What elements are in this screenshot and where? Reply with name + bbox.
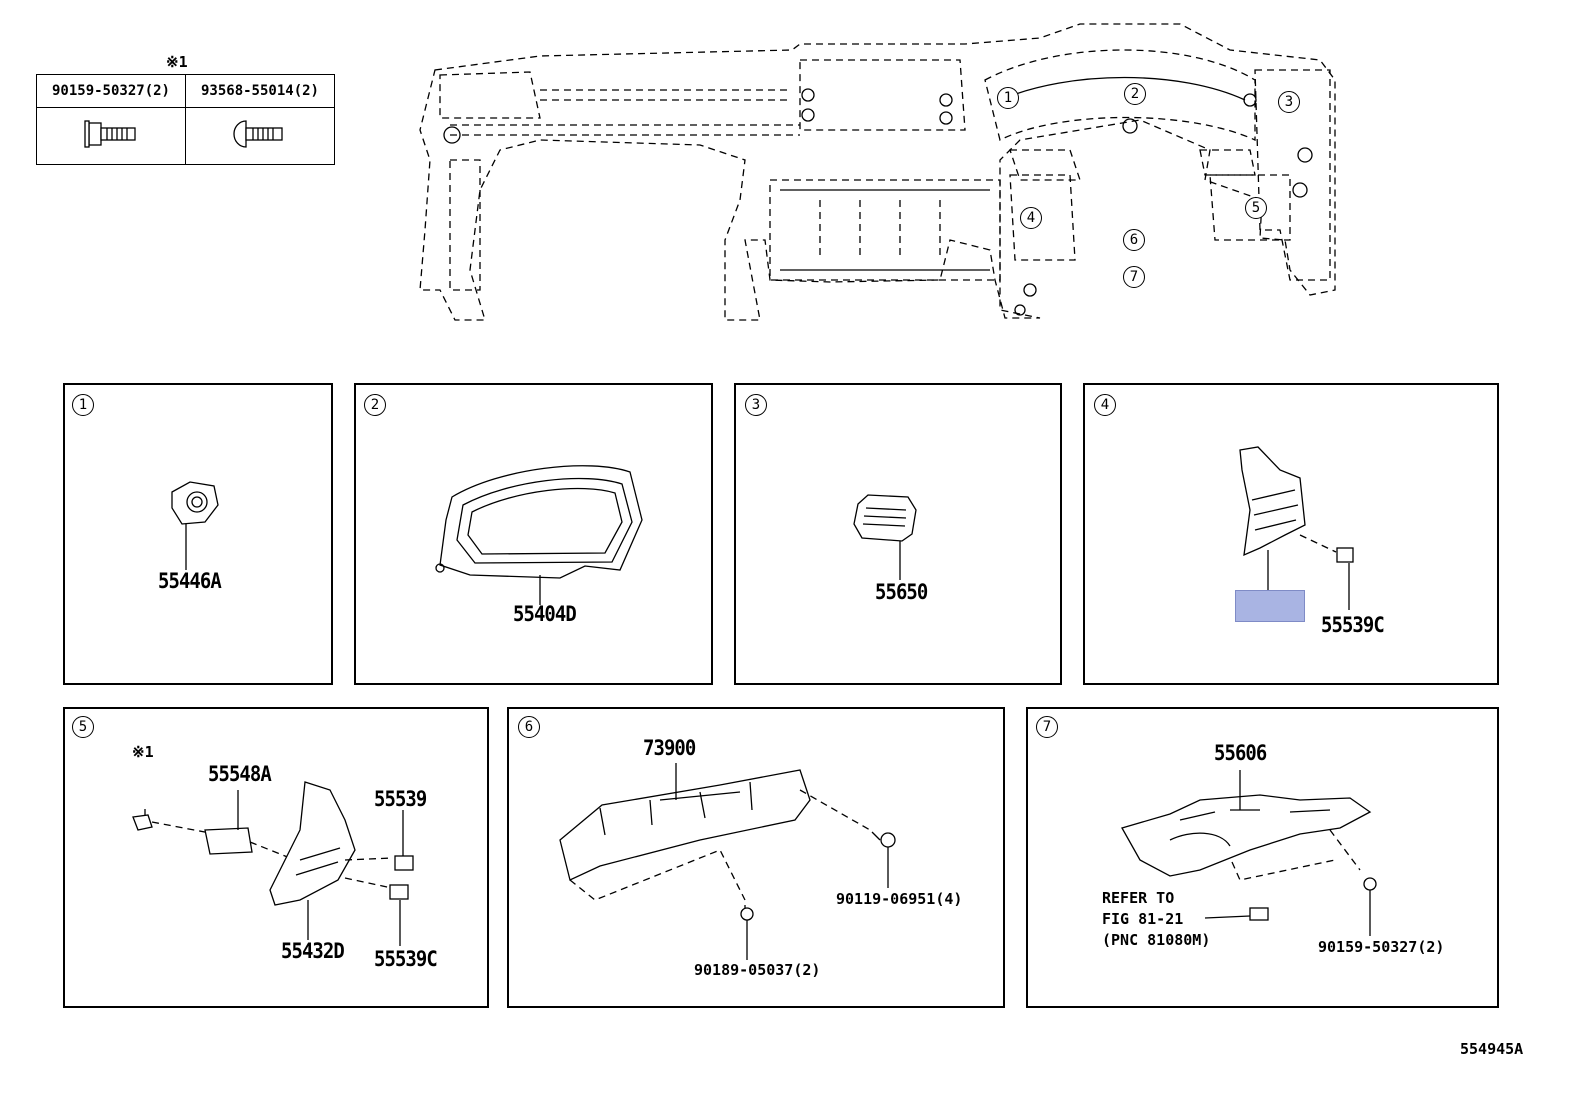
fig-ref-link[interactable]: FIG 81-21	[1102, 910, 1184, 928]
overview-callout-5[interactable]: 5	[1245, 197, 1267, 219]
air-vent-drawing	[853, 494, 917, 580]
panel-3	[734, 383, 1062, 685]
part-55404D[interactable]: 55404D	[513, 602, 577, 626]
part-55606[interactable]: 55606	[1214, 741, 1267, 765]
lower-finish-panel-drawing	[1239, 446, 1354, 610]
pan-screw-image	[185, 107, 335, 165]
part-55432D[interactable]: 55432D	[281, 939, 345, 963]
panel-4-number: 4	[1094, 394, 1116, 416]
panel-7	[1026, 707, 1499, 1008]
panel-2	[354, 383, 713, 685]
panel-1	[63, 383, 333, 685]
part-90119-06951[interactable]: 90119-06951(4)	[836, 890, 963, 908]
panel-3-number: 3	[745, 394, 767, 416]
part-90189-05037[interactable]: 90189-05037(2)	[694, 961, 821, 979]
part-55539C-p5[interactable]: 55539C	[374, 947, 438, 971]
part-55539C-p4[interactable]: 55539C	[1321, 613, 1385, 637]
refer-to-text: REFER TO	[1102, 889, 1175, 907]
bolt-mark-p5: ※1	[132, 743, 154, 761]
part-73900[interactable]: 73900	[643, 736, 696, 760]
part-55650[interactable]: 55650	[875, 580, 928, 604]
overview-callout-1[interactable]: 1	[997, 87, 1019, 109]
switch-bezel-drawing	[171, 481, 219, 570]
meter-hood-drawing	[435, 465, 643, 605]
diagram-id: 554945A	[1460, 1040, 1524, 1058]
part-55446A[interactable]: 55446A	[158, 569, 222, 593]
panel-6-number: 6	[518, 716, 540, 738]
panel-5-number: 5	[72, 716, 94, 738]
panel-4	[1083, 383, 1499, 685]
panel-6	[507, 707, 1005, 1008]
highlighted-part-number[interactable]	[1235, 590, 1305, 622]
part-90159-50327-p7[interactable]: 90159-50327(2)	[1318, 938, 1445, 956]
under-cover-drawing	[1121, 770, 1377, 936]
panel-7-number: 7	[1036, 716, 1058, 738]
panel-1-number: 1	[72, 394, 94, 416]
bolt-table: 90159-50327(2) 93568-55014(2)	[36, 74, 335, 165]
panel-5	[63, 707, 489, 1008]
glove-box-drawing	[559, 763, 896, 960]
flange-bolt-image	[36, 107, 186, 165]
bolt-col-2-label[interactable]: 93568-55014(2)	[185, 74, 335, 108]
bolt-table-mark: ※1	[166, 53, 188, 71]
overview-callout-4[interactable]: 4	[1020, 207, 1042, 229]
part-55548A[interactable]: 55548A	[208, 762, 272, 786]
panel-5-drawing	[132, 781, 414, 946]
pnc-ref-text: (PNC 81080M)	[1102, 931, 1211, 949]
overview-callout-7[interactable]: 7	[1123, 266, 1145, 288]
overview-callout-2[interactable]: 2	[1124, 83, 1146, 105]
overview-callout-3[interactable]: 3	[1278, 91, 1300, 113]
overview-callout-6[interactable]: 6	[1123, 229, 1145, 251]
panel-2-number: 2	[364, 394, 386, 416]
bolt-col-1-label[interactable]: 90159-50327(2)	[36, 74, 186, 108]
part-55539[interactable]: 55539	[374, 787, 427, 811]
